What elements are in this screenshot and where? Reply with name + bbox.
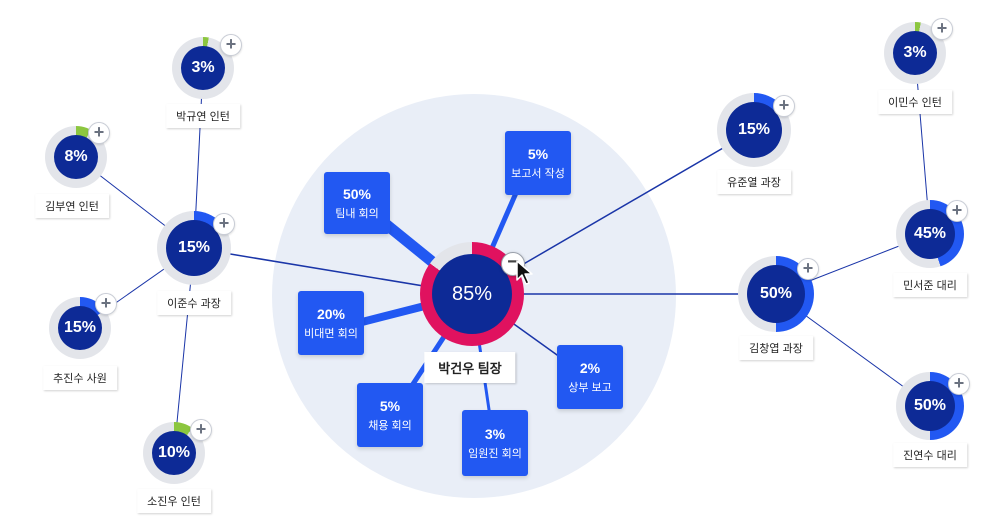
- node-percent: 50%: [747, 265, 805, 323]
- person-node-p3[interactable]: 15%: [157, 211, 231, 285]
- person-name-label: 이준수 과장: [157, 291, 231, 315]
- plus-icon: +: [778, 95, 790, 115]
- task-box-t2[interactable]: 5% 보고서 작성: [505, 131, 571, 195]
- plus-icon: +: [936, 18, 948, 38]
- plus-icon: +: [195, 419, 207, 439]
- plus-icon: +: [953, 373, 965, 393]
- person-name-label: 김창엽 과장: [739, 336, 813, 360]
- person-name-label: 소진우 인턴: [137, 489, 211, 513]
- task-box-t5[interactable]: 5% 채용 회의: [357, 383, 423, 447]
- person-name-label: 박규연 인턴: [166, 104, 240, 128]
- node-percent: 50%: [905, 381, 955, 431]
- task-name: 비대면 회의: [304, 327, 358, 340]
- expand-button[interactable]: +: [948, 373, 970, 395]
- plus-icon: +: [218, 213, 230, 233]
- person-name-label: 유준열 과장: [717, 170, 791, 194]
- minus-icon: −: [507, 251, 519, 273]
- expand-button[interactable]: +: [797, 258, 819, 280]
- node-percent: 3%: [893, 31, 937, 75]
- person-name-label: 이민수 인턴: [878, 90, 952, 114]
- task-name: 팀내 회의: [335, 207, 379, 220]
- node-percent: 8%: [54, 135, 98, 179]
- plus-icon: +: [100, 293, 112, 313]
- person-name-label: 민서준 대리: [893, 273, 967, 297]
- node-percent: 15%: [726, 102, 782, 158]
- plus-icon: +: [93, 122, 105, 142]
- expand-button[interactable]: +: [946, 200, 968, 222]
- person-name-label: 진연수 대리: [893, 443, 967, 467]
- node-percent: 15%: [58, 306, 102, 350]
- task-name: 보고서 작성: [511, 167, 565, 180]
- plus-icon: +: [951, 200, 963, 220]
- task-box-t3[interactable]: 20% 비대면 회의: [298, 291, 364, 355]
- expand-button[interactable]: +: [220, 34, 242, 56]
- person-node-p8[interactable]: 45%: [896, 200, 964, 268]
- task-percent: 50%: [342, 185, 372, 202]
- plus-icon: +: [802, 258, 814, 278]
- task-percent: 2%: [579, 359, 601, 376]
- person-node-p6[interactable]: 15%: [717, 93, 791, 167]
- node-percent: 85%: [432, 254, 512, 334]
- node-percent: 15%: [166, 220, 222, 276]
- person-name-label: 추진수 사원: [43, 366, 117, 390]
- task-name: 채용 회의: [368, 419, 412, 432]
- task-name: 상부 보고: [568, 381, 612, 394]
- person-node-p7[interactable]: 3%: [884, 22, 946, 84]
- node-percent: 45%: [905, 209, 955, 259]
- expand-button[interactable]: +: [213, 213, 235, 235]
- node-percent: 3%: [181, 46, 225, 90]
- expand-button[interactable]: +: [95, 293, 117, 315]
- node-percent: 10%: [152, 431, 196, 475]
- cursor-arrow-icon: [516, 260, 533, 285]
- expand-button[interactable]: +: [931, 18, 953, 40]
- task-box-t1[interactable]: 50% 팀내 회의: [324, 172, 390, 234]
- expand-button[interactable]: +: [773, 95, 795, 117]
- task-percent: 5%: [527, 145, 549, 162]
- expand-button[interactable]: +: [88, 122, 110, 144]
- person-node-p10[interactable]: 50%: [896, 372, 964, 440]
- plus-icon: +: [225, 34, 237, 54]
- task-percent: 3%: [484, 425, 506, 442]
- task-name: 임원진 회의: [468, 447, 522, 460]
- task-percent: 5%: [379, 397, 401, 414]
- task-percent: 20%: [316, 305, 346, 322]
- person-name-label: 김부연 인턴: [35, 194, 109, 218]
- task-box-t4[interactable]: 2% 상부 보고: [557, 345, 623, 409]
- expand-button[interactable]: +: [190, 419, 212, 441]
- center-name-label: 박건우 팀장: [424, 352, 516, 383]
- task-box-t6[interactable]: 3% 임원진 회의: [462, 410, 528, 476]
